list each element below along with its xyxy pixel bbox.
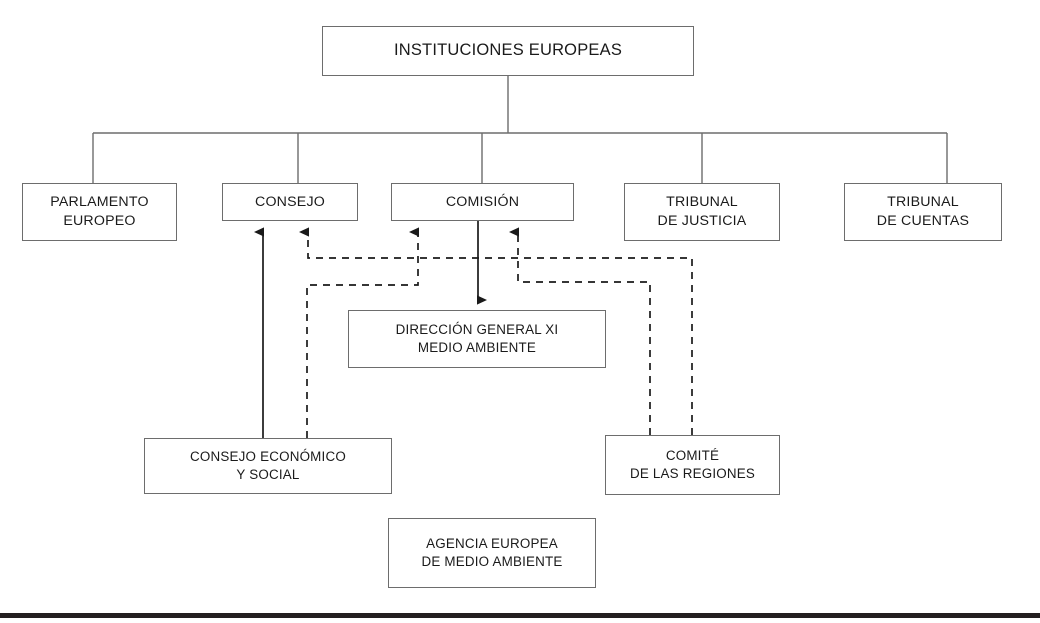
node-parlamento-europeo[interactable]: PARLAMENTO EUROPEO	[22, 183, 177, 241]
node-consejo[interactable]: CONSEJO	[222, 183, 358, 221]
node-tribunal-de-cuentas[interactable]: TRIBUNAL DE CUENTAS	[844, 183, 1002, 241]
node-tribunal-de-justicia[interactable]: TRIBUNAL DE JUSTICIA	[624, 183, 780, 241]
node-direccion-general-xi[interactable]: DIRECCIÓN GENERAL XI MEDIO AMBIENTE	[348, 310, 606, 368]
node-comision[interactable]: COMISIÓN	[391, 183, 574, 221]
node-agencia-europea-de-medio-ambiente[interactable]: AGENCIA EUROPEA DE MEDIO AMBIENTE	[388, 518, 596, 588]
node-comite-de-las-regiones[interactable]: COMITÉ DE LAS REGIONES	[605, 435, 780, 495]
node-instituciones-europeas[interactable]: INSTITUCIONES EUROPEAS	[322, 26, 694, 76]
link-comite-regiones-to-consejo-dashed	[299, 227, 693, 435]
bottom-divider-rule	[0, 613, 1040, 618]
link-consejo-economico-to-consejo-dashed	[306, 227, 419, 438]
node-consejo-economico-y-social[interactable]: CONSEJO ECONÓMICO Y SOCIAL	[144, 438, 392, 494]
